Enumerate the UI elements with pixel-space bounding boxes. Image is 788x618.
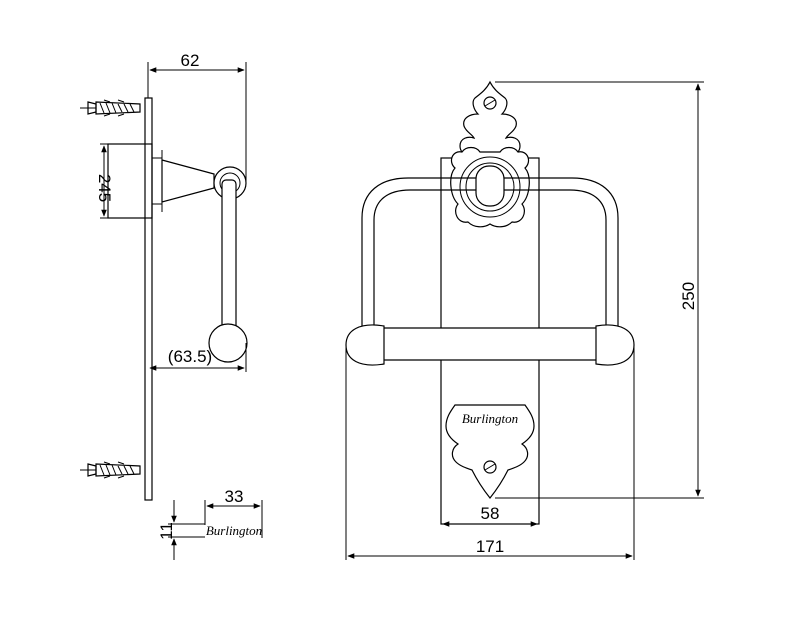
end-ball-side — [208, 323, 248, 363]
holder-bar-side — [221, 179, 237, 331]
lower-plate — [445, 404, 535, 499]
logo-dim-width-label: 33 — [225, 487, 244, 506]
rose-boss — [475, 165, 505, 207]
left-end-cap — [345, 324, 385, 366]
dim-projection-label: (63.5) — [168, 347, 212, 366]
back-plate-side — [144, 97, 153, 501]
top-finial — [459, 80, 521, 159]
front-view: Burlington 250 58 171 — [345, 80, 704, 560]
arm-side — [161, 159, 215, 203]
dim-depth-label: 62 — [181, 51, 200, 70]
holder-loop — [361, 177, 476, 335]
wall-rose-side — [107, 143, 153, 219]
dim-plate-width-label: 58 — [481, 504, 500, 523]
plate-logo: Burlington — [462, 411, 518, 426]
dim-height-label: 250 — [679, 282, 698, 310]
logo-detail: 33 11 Burlington — [157, 487, 263, 560]
right-end-cap — [595, 324, 635, 366]
wall-plug-screw-icon — [80, 99, 141, 117]
dim-overall-width-label: 171 — [476, 537, 504, 556]
detail-logo: Burlington — [206, 523, 262, 538]
logo-dim-height-label: 11 — [157, 522, 176, 540]
roll-bar — [369, 327, 611, 361]
side-view: 62 245 (63.5) — [80, 51, 248, 501]
dim-rose-height-label: 245 — [95, 174, 114, 202]
wall-plug-screw-icon — [80, 461, 141, 479]
